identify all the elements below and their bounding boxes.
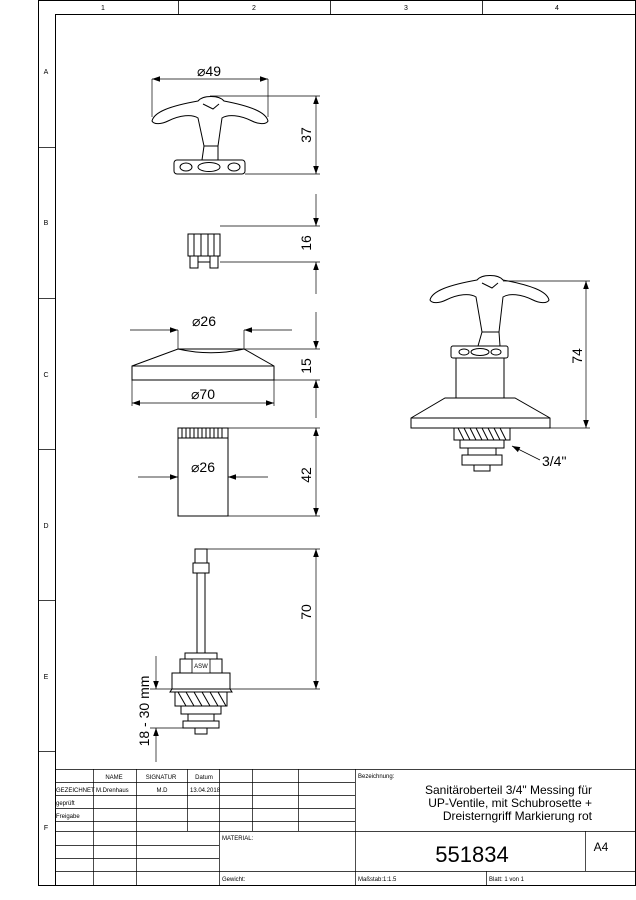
column-signature-header: SIGNATUR	[146, 775, 177, 781]
row-label: F	[44, 825, 48, 832]
sleeve-dimensions	[138, 427, 320, 517]
column-date-header: Datum	[195, 775, 213, 781]
handle-diameter-label: ⌀49	[197, 63, 221, 79]
weight-label: Gewicht:	[222, 877, 246, 883]
column-label: 2	[252, 5, 256, 12]
column-label: 3	[404, 5, 408, 12]
valve-range-label: 18 - 30 mm	[136, 676, 152, 747]
valve-marking-label: ASW	[194, 664, 208, 670]
rosette-diameter-label: ⌀70	[191, 386, 215, 402]
row-label: C	[43, 372, 48, 379]
drawn-by-name: M.Drenhaus	[96, 788, 129, 794]
row-label: D	[43, 523, 48, 530]
title-block-text: NAME SIGNATUR Datum GEZEICHNET geprüft F…	[56, 774, 609, 883]
rosette-top-diameter-label: ⌀26	[192, 313, 216, 329]
handle-height-label: 37	[298, 127, 314, 143]
designation-label: Bezeichnung:	[358, 774, 395, 780]
column-name-header: NAME	[105, 775, 122, 781]
valve-height-label: 70	[298, 604, 314, 620]
row-release-label: Freigabe	[56, 814, 80, 820]
row-label: A	[44, 69, 49, 76]
sheet-number-label: Blatt: 1 von 1	[489, 877, 525, 883]
drawn-by-signature: M.D	[157, 788, 169, 794]
column-label: 4	[555, 5, 559, 12]
title-block	[55, 769, 636, 885]
rosette-dimensions	[130, 312, 320, 418]
material-label: MATERIAL:	[222, 836, 254, 842]
sheet-frame	[38, 0, 636, 886]
sleeve-height-label: 42	[298, 467, 314, 483]
row-label: E	[44, 674, 49, 681]
rosette-part	[131, 348, 275, 381]
spindle-height-dimension	[220, 194, 320, 294]
sleeve-part	[177, 427, 229, 517]
spindle-height-label: 16	[298, 235, 314, 251]
row-labels: A B C D E F	[43, 69, 48, 832]
thread-size-label: 3/4"	[542, 453, 566, 469]
spindle-insert-part	[187, 233, 221, 269]
valve-marking-plate	[191, 658, 211, 674]
description-line-2: UP-Ventile, mit Schubrosette +	[428, 796, 592, 810]
row-checked-label: geprüft	[56, 801, 75, 807]
sheet-format: A4	[594, 840, 609, 854]
assembly-height-label: 74	[569, 348, 585, 364]
description-line-1: Sanitäroberteil 3/4" Messing für	[425, 783, 592, 797]
assembly-dimensions	[503, 280, 590, 461]
column-labels: 1 2 3 4	[101, 5, 559, 12]
rosette-height-label: 15	[298, 358, 314, 374]
drawn-date: 13.04.2018	[190, 788, 221, 794]
description-line-3: Dreisterngriff Markierung rot	[443, 809, 593, 823]
scale-label: Maßstab:1:1.5	[358, 877, 397, 883]
valve-dimensions	[150, 548, 320, 762]
star-handle-part	[151, 96, 269, 175]
row-drawn-label: GEZEICHNET	[56, 788, 95, 794]
handle-diameter-dimension	[151, 76, 320, 175]
row-label: B	[44, 220, 49, 227]
sleeve-diameter-label: ⌀26	[191, 459, 215, 475]
column-label: 1	[101, 5, 105, 12]
assembly-view	[410, 275, 551, 472]
drawing-number: 551834	[435, 842, 508, 867]
valve-body-part	[169, 548, 233, 735]
